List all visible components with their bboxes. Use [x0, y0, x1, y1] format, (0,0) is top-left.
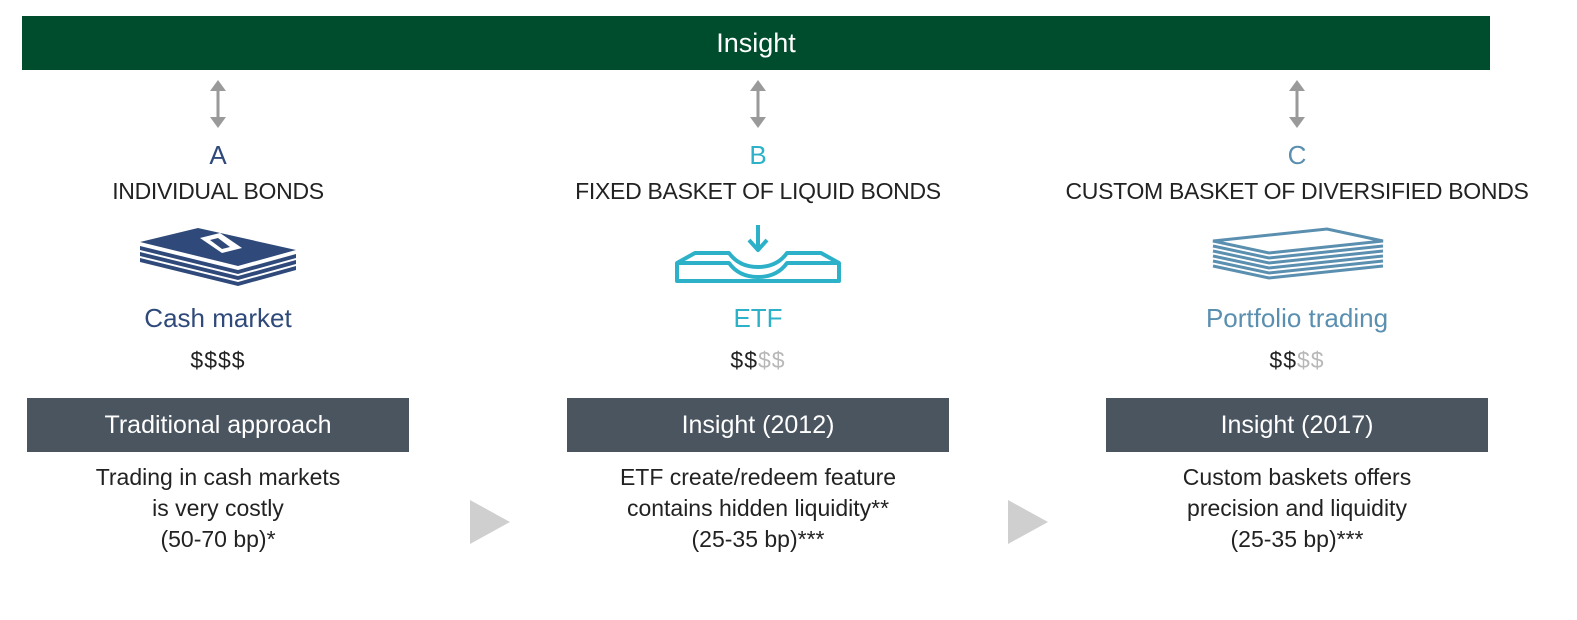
play-arrow-icon — [1008, 500, 1048, 544]
cost-solid: $$ — [730, 347, 758, 373]
cost-solid: $$$$ — [190, 347, 246, 373]
cost-indicator: $$$$ — [730, 346, 785, 374]
approach-box: Insight (2012) — [567, 398, 949, 452]
column-c: C CUSTOM BASKET OF DIVERSIFIED BONDS Por… — [1057, 78, 1537, 555]
description-line: (50-70 bp)* — [160, 526, 276, 552]
description-line: ETF create/redeem feature — [619, 464, 897, 490]
double-arrow-icon — [1289, 80, 1305, 128]
column-label: ETF — [733, 303, 783, 333]
description-line: contains hidden liquidity** — [626, 495, 890, 521]
column-letter: B — [749, 140, 767, 170]
paper-stack-icon — [1212, 227, 1384, 280]
description-line: (25-35 bp)*** — [691, 526, 825, 552]
description: Trading in cash markets is very costly (… — [96, 462, 341, 555]
description-line: precision and liquidity — [1187, 495, 1407, 521]
description-line: Custom baskets offers — [1182, 464, 1412, 490]
banknote-stack-icon — [140, 228, 296, 286]
column-title: INDIVIDUAL BONDS — [112, 178, 324, 204]
approach-label: Traditional approach — [104, 410, 332, 439]
column-label: Portfolio trading — [1205, 303, 1389, 333]
banner-title: Insight — [716, 27, 796, 58]
cost-faded: $$ — [758, 347, 786, 373]
column-a: A INDIVIDUAL BONDS Cash market $$$$ Trad… — [0, 78, 458, 555]
insight-banner: Insight — [22, 16, 1490, 70]
description-line: (25-35 bp)*** — [1230, 526, 1364, 552]
approach-box: Insight (2017) — [1106, 398, 1488, 452]
cost-indicator: $$$$ — [1269, 346, 1324, 374]
approach-box: Traditional approach — [27, 398, 409, 452]
cost-faded: $$ — [1297, 347, 1325, 373]
column-title: CUSTOM BASKET OF DIVERSIFIED BONDS — [1065, 178, 1529, 204]
play-arrow-icon — [470, 500, 510, 544]
column-label: Cash market — [144, 303, 292, 333]
approach-label: Insight (2017) — [1220, 410, 1374, 439]
description: Custom baskets offers precision and liqu… — [1183, 462, 1411, 555]
column-letter: A — [209, 140, 227, 170]
description-line: Trading in cash markets — [95, 464, 341, 490]
cost-solid: $$ — [1269, 347, 1297, 373]
column-letter: C — [1287, 140, 1307, 170]
approach-label: Insight (2012) — [681, 410, 835, 439]
double-arrow-icon — [750, 80, 766, 128]
description-line: is very costly — [152, 495, 284, 521]
double-arrow-icon — [210, 80, 226, 128]
inbox-tray-icon — [675, 225, 841, 283]
column-b: B FIXED BASKET OF LIQUID BONDS ETF $$$$ … — [518, 78, 998, 555]
column-title: FIXED BASKET OF LIQUID BONDS — [575, 178, 941, 204]
cost-indicator: $$$$ — [190, 346, 245, 374]
description: ETF create/redeem feature contains hidde… — [620, 462, 896, 555]
